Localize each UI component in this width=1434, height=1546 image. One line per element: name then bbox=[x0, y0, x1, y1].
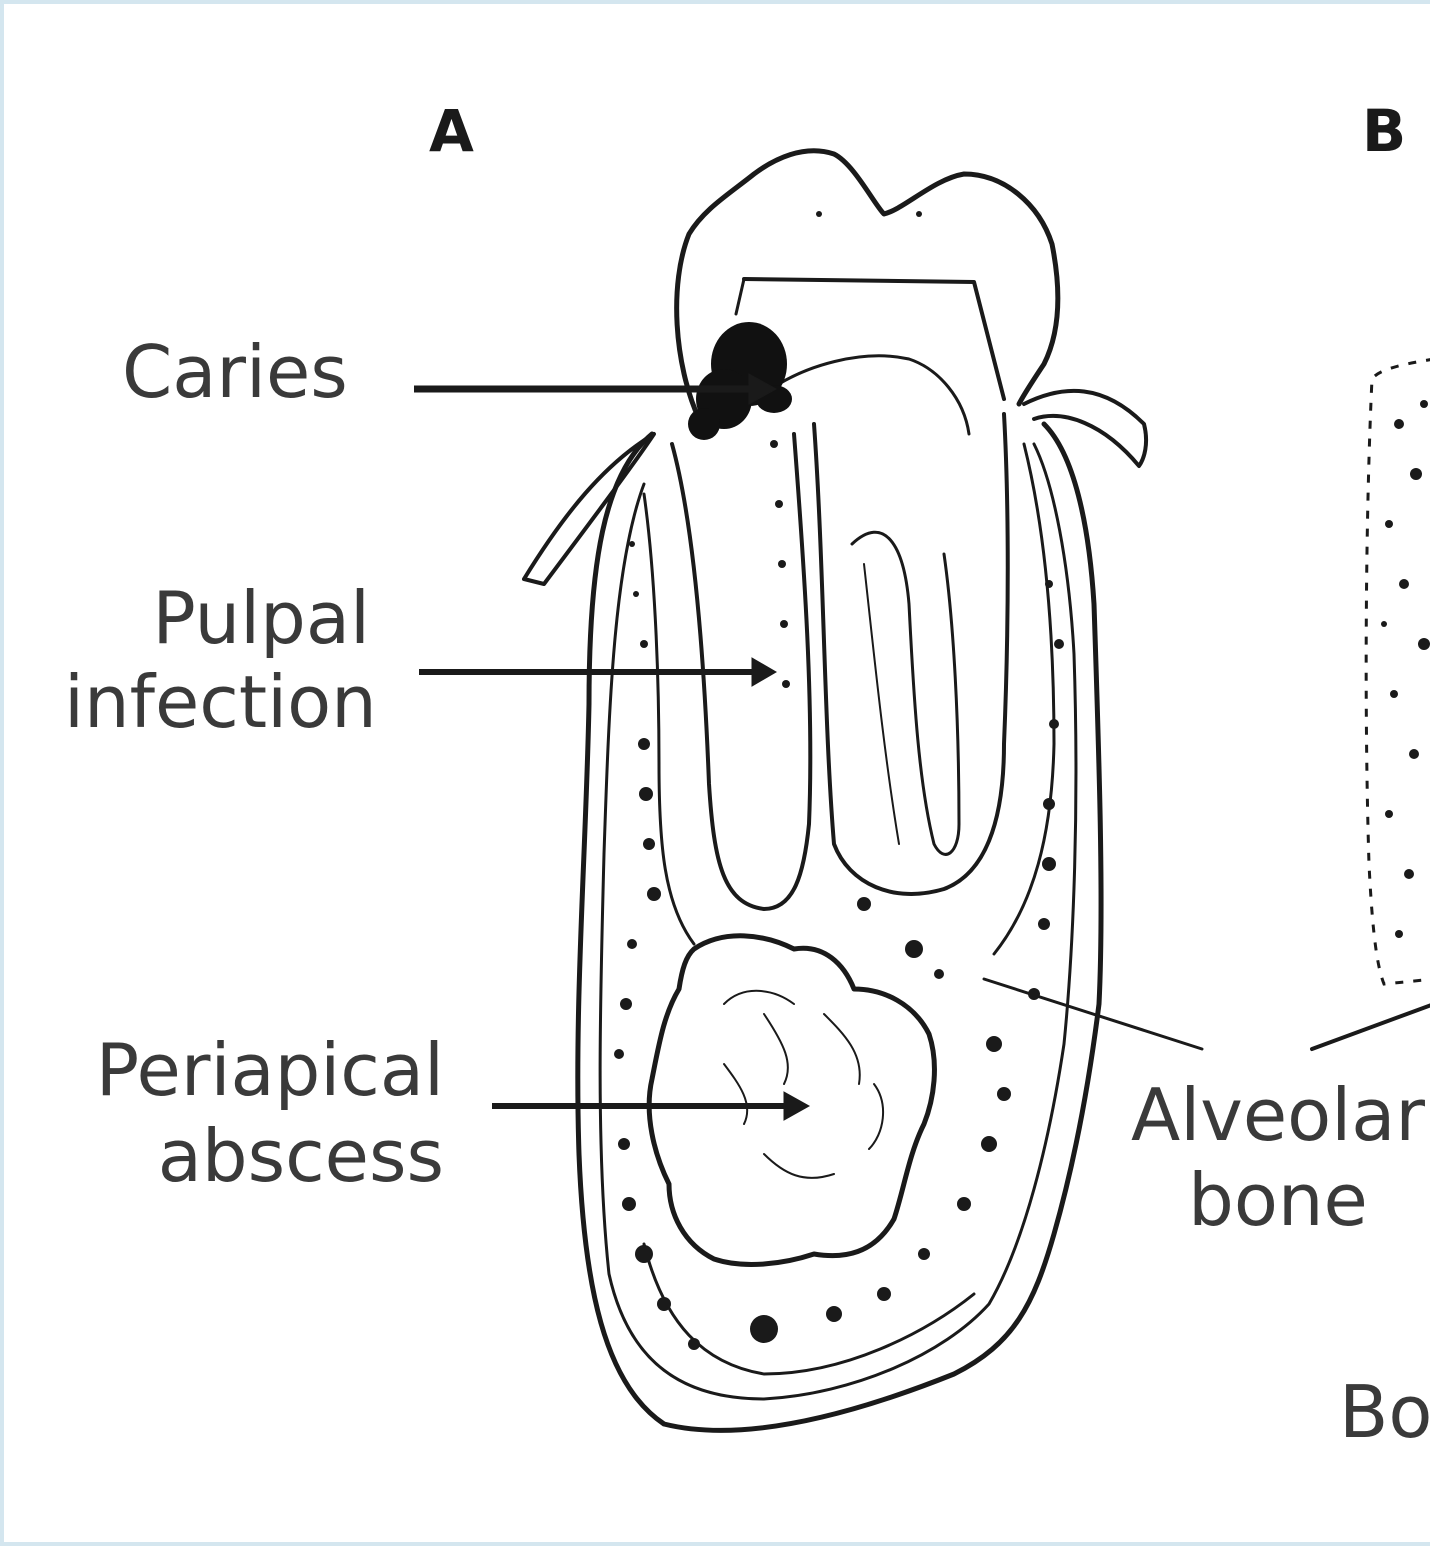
label-pulpal-line1: Pulpal bbox=[64, 582, 370, 654]
abscess-inner bbox=[724, 991, 883, 1178]
panel-b-region bbox=[1366, 359, 1430, 984]
label-alveolar-line1: Alveolar bbox=[1122, 1079, 1430, 1151]
gingiva-right bbox=[1024, 391, 1146, 466]
root-canal-line bbox=[864, 564, 899, 844]
panel-label-a: A bbox=[429, 102, 474, 160]
bone-stippling bbox=[614, 211, 1064, 1350]
enamel-line-left bbox=[736, 279, 744, 314]
label-alveolar-line2: bone bbox=[1122, 1164, 1430, 1236]
pdl-line bbox=[994, 444, 1054, 954]
pulpal-arrowhead bbox=[752, 658, 776, 686]
label-periapical-line1: Periapical bbox=[94, 1034, 444, 1106]
pdl-line-left bbox=[644, 494, 694, 944]
label-caries: Caries bbox=[122, 336, 348, 408]
label-bo-truncated: Bo bbox=[1339, 1376, 1430, 1448]
label-pulpal-line2: infection bbox=[64, 666, 370, 738]
pulp-chamber bbox=[764, 356, 969, 434]
panel-label-b: B bbox=[1362, 102, 1406, 160]
alveolar-pointer-right bbox=[1312, 1004, 1430, 1049]
periapical-arrowhead bbox=[784, 1092, 809, 1120]
tooth-illustration bbox=[4, 4, 1430, 1546]
label-periapical-line2: abscess bbox=[94, 1120, 444, 1192]
caries-lesion bbox=[688, 322, 792, 440]
root-canal-inner bbox=[852, 532, 959, 854]
